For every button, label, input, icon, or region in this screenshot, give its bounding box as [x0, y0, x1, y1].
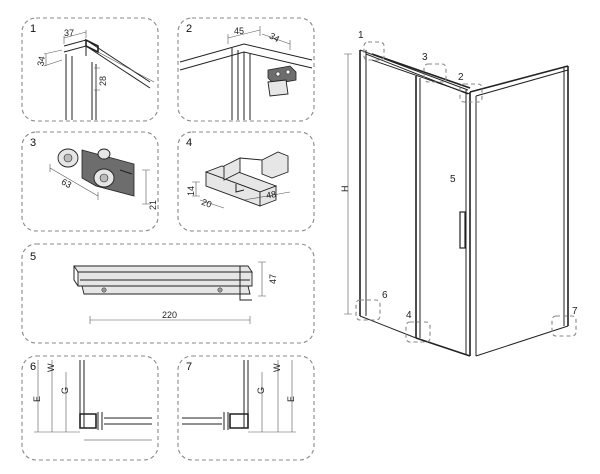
panel-7-dim-g: G — [256, 387, 266, 394]
panel-2-frame — [177, 17, 315, 122]
callout-7: 7 — [572, 306, 578, 317]
panel-1-dim-width: 37 — [64, 28, 74, 38]
panel-5-dim-length: 220 — [162, 310, 177, 320]
callout-box-6 — [355, 299, 381, 321]
callout-box-3 — [423, 63, 447, 83]
panel-6-dim-w: W — [46, 363, 56, 372]
panel-4-number: 4 — [186, 137, 192, 149]
panel-3-frame — [21, 131, 159, 232]
callout-box-4 — [405, 321, 431, 343]
callout-4: 4 — [406, 310, 412, 321]
panel-6-dim-e: E — [32, 396, 42, 402]
callout-1: 1 — [358, 30, 364, 41]
panel-7-number: 7 — [186, 361, 192, 373]
panel-3-number: 3 — [30, 137, 36, 149]
panel-3-dim-width: 63 — [60, 177, 74, 191]
callout-5: 5 — [450, 174, 456, 185]
panel-5-number: 5 — [30, 251, 36, 263]
panel-1-dim-height: 28 — [98, 76, 108, 86]
shower-enclosure-drawing: H 1 2 3 4 5 6 7 — [340, 30, 578, 357]
panel-7-dim-w: W — [272, 363, 282, 372]
detail-panel-2: 2 45 34 — [177, 17, 315, 122]
detail-panel-4: 4 14 20 48 — [177, 131, 315, 232]
door-handle — [459, 211, 466, 249]
detail-panel-3: 3 63 21 — [21, 131, 159, 232]
panel-4-dim-depth: 20 — [200, 197, 213, 210]
panel-2-number: 2 — [186, 23, 192, 35]
panel-4-dim-width: 48 — [265, 189, 277, 201]
panel-1-frame — [21, 17, 159, 122]
panel-1-number: 1 — [30, 23, 36, 35]
detail-panel-7: 7 G W E — [177, 355, 315, 461]
panel-3-dim-height: 21 — [148, 200, 158, 210]
panel-7-dim-e: E — [286, 396, 296, 402]
callout-box-1 — [363, 41, 385, 61]
panel-5-frame — [21, 243, 315, 344]
panel-1-dim-depth: 34 — [35, 55, 47, 67]
callout-box-2 — [459, 83, 483, 103]
panel-7-frame — [177, 355, 315, 461]
detail-panel-1: 1 37 34 28 — [21, 17, 159, 122]
callout-box-7 — [551, 315, 577, 337]
callout-2: 2 — [458, 72, 464, 83]
detail-panel-5: 5 47 220 — [21, 243, 315, 344]
panel-6-dim-g: G — [60, 387, 70, 394]
detail-panel-6: 6 E W G — [21, 355, 159, 461]
height-label: H — [340, 186, 350, 193]
panel-5-dim-height: 47 — [268, 274, 278, 284]
panel-6-number: 6 — [30, 361, 36, 373]
panel-2-dim-depth: 34 — [268, 31, 282, 45]
panel-6-frame — [21, 355, 159, 461]
callout-6: 6 — [382, 290, 388, 301]
panel-4-frame — [177, 131, 315, 232]
callout-3: 3 — [422, 52, 428, 63]
panel-4-dim-height: 14 — [186, 186, 196, 196]
panel-2-dim-width: 45 — [234, 26, 244, 36]
